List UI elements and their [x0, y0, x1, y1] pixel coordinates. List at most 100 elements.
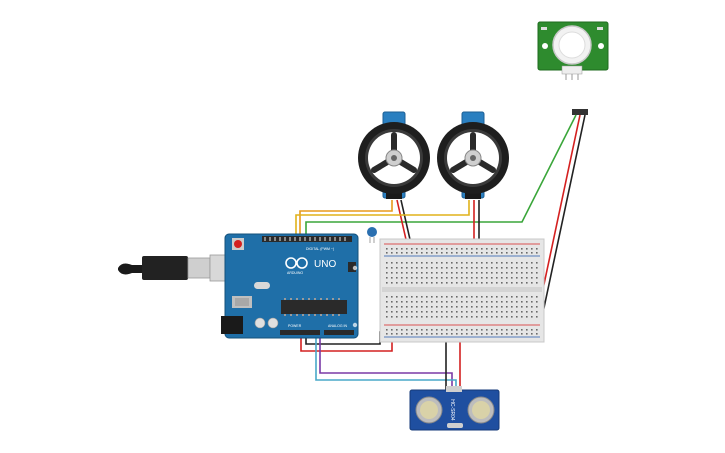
breadboard-hole [516, 306, 518, 308]
breadboard-hole [431, 306, 433, 308]
breadboard-hole [456, 316, 458, 318]
breadboard-hole [536, 277, 538, 279]
breadboard-hole [466, 272, 468, 274]
breadboard-hole [426, 267, 428, 269]
breadboard-hole [461, 329, 463, 331]
breadboard-hole [526, 277, 528, 279]
breadboard-hole [406, 277, 408, 279]
breadboard-hole [436, 329, 438, 331]
breadboard-hole [411, 333, 413, 335]
breadboard-hole [496, 333, 498, 335]
breadboard-hole [441, 333, 443, 335]
servo-motor-2[interactable] [437, 111, 509, 199]
analog-label: ANALOG IN [328, 324, 348, 328]
breadboard-hole [526, 333, 528, 335]
wire-servo2-yellow [295, 200, 470, 240]
breadboard-hole [516, 316, 518, 318]
breadboard-hole [506, 316, 508, 318]
breadboard-hole [481, 311, 483, 313]
breadboard-hole [526, 267, 528, 269]
breadboard-hole [431, 316, 433, 318]
breadboard-hole [426, 252, 428, 254]
breadboard-hole [531, 296, 533, 298]
breadboard-hole [416, 296, 418, 298]
breadboard-hole [426, 277, 428, 279]
breadboard-hole [491, 333, 493, 335]
breadboard-hole [536, 282, 538, 284]
breadboard-hole [401, 333, 403, 335]
breadboard-hole [471, 311, 473, 313]
ceramic-capacitor[interactable] [367, 227, 377, 243]
breadboard-hole [501, 333, 503, 335]
breadboard-hole [426, 262, 428, 264]
breadboard-hole [511, 262, 513, 264]
breadboard-hole [411, 282, 413, 284]
servo-motor-1[interactable] [358, 111, 430, 199]
pir-sensor[interactable] [537, 21, 609, 80]
ultrasonic-sensor[interactable]: HC-SR04 [409, 386, 500, 431]
breadboard-hole [396, 301, 398, 303]
breadboard-hole [406, 282, 408, 284]
breadboard-hole [536, 333, 538, 335]
breadboard-hole [391, 262, 393, 264]
breadboard-hole [431, 311, 433, 313]
power-label: POWER [288, 324, 302, 328]
breadboard-hole [471, 272, 473, 274]
breadboard-hole [496, 282, 498, 284]
breadboard-hole [506, 272, 508, 274]
breadboard-hole [531, 316, 533, 318]
breadboard-hole [446, 262, 448, 264]
breadboard-hole [481, 277, 483, 279]
breadboard-hole [526, 329, 528, 331]
breadboard-hole [451, 252, 453, 254]
breadboard-hole [421, 296, 423, 298]
wire-pir-green [305, 114, 577, 240]
breadboard-hole [516, 262, 518, 264]
breadboard-hole [416, 333, 418, 335]
breadboard-hole [411, 301, 413, 303]
breadboard-hole [471, 333, 473, 335]
breadboard-hole [441, 306, 443, 308]
breadboard-hole [466, 262, 468, 264]
breadboard-hole [536, 306, 538, 308]
breadboard-hole [471, 277, 473, 279]
breadboard-hole [396, 306, 398, 308]
breadboard-hole [501, 272, 503, 274]
breadboard-hole [446, 316, 448, 318]
breadboard-hole [476, 306, 478, 308]
breadboard-hole [461, 296, 463, 298]
breadboard-hole [396, 316, 398, 318]
breadboard-hole [496, 277, 498, 279]
breadboard-hole [531, 301, 533, 303]
breadboard-hole [416, 272, 418, 274]
breadboard-hole [521, 316, 523, 318]
breadboard-hole [461, 267, 463, 269]
breadboard-hole [496, 301, 498, 303]
breadboard-hole [456, 248, 458, 250]
breadboard[interactable] [379, 238, 545, 343]
breadboard-hole [456, 329, 458, 331]
breadboard-hole [536, 329, 538, 331]
breadboard-hole [446, 282, 448, 284]
arduino-uno-board[interactable]: DIGITAL (PWM ~) UNO ARDUINO [221, 233, 359, 339]
breadboard-hole [491, 252, 493, 254]
breadboard-hole [431, 296, 433, 298]
breadboard-hole [466, 252, 468, 254]
breadboard-hole [466, 277, 468, 279]
breadboard-hole [411, 329, 413, 331]
breadboard-hole [526, 306, 528, 308]
breadboard-hole [526, 282, 528, 284]
breadboard-hole [481, 267, 483, 269]
breadboard-hole [476, 316, 478, 318]
breadboard-hole [501, 282, 503, 284]
breadboard-hole [491, 282, 493, 284]
breadboard-hole [391, 311, 393, 313]
breadboard-hole [481, 252, 483, 254]
breadboard-hole [486, 311, 488, 313]
ultrasonic-model-label: HC-SR04 [449, 399, 455, 421]
breadboard-hole [456, 301, 458, 303]
breadboard-hole [416, 329, 418, 331]
breadboard-hole [481, 296, 483, 298]
breadboard-hole [496, 316, 498, 318]
breadboard-hole [501, 329, 503, 331]
